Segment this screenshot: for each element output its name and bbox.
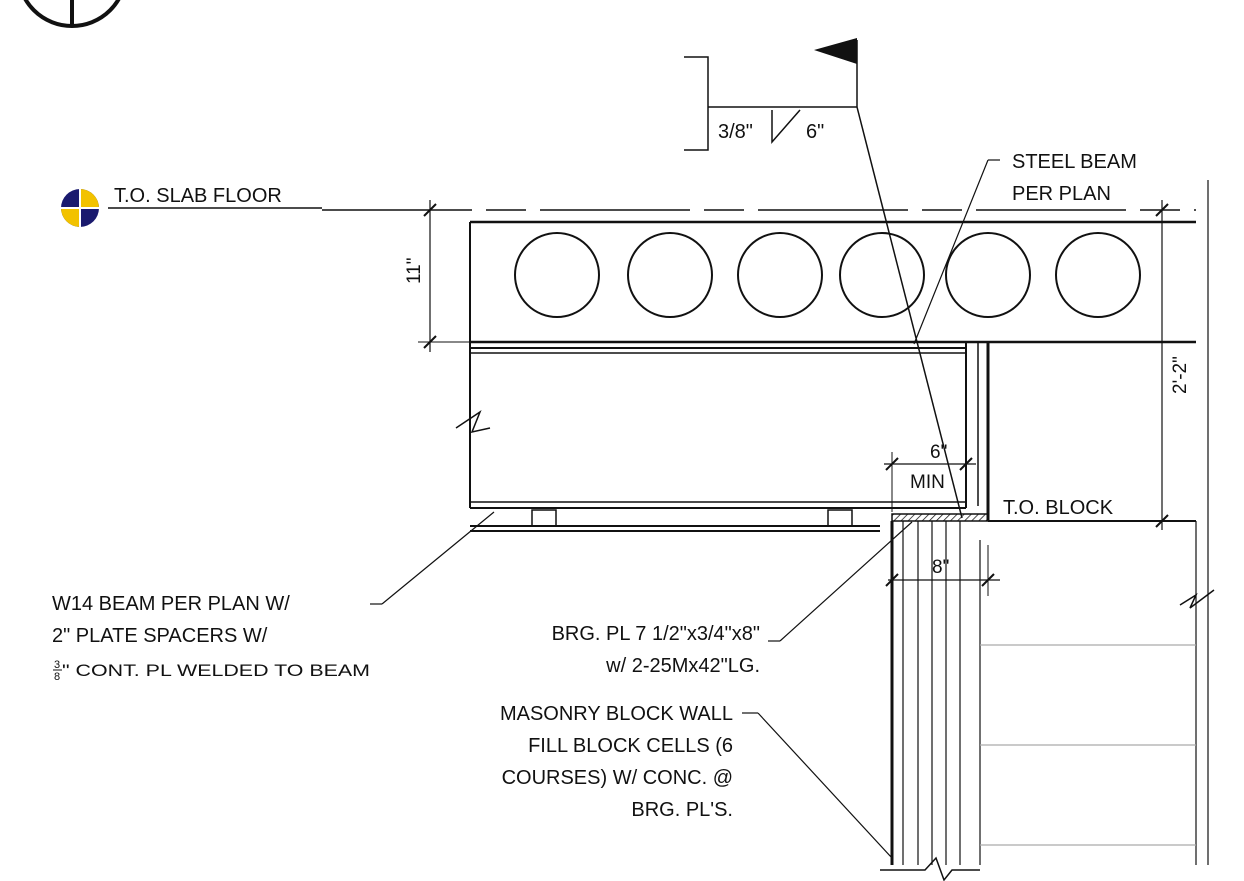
bearing-min-label: 6" (930, 442, 947, 463)
slab-core (945, 232, 1031, 318)
slab-core (839, 232, 925, 318)
slab-core (1055, 232, 1141, 318)
weld-size-label: 3/8" (718, 121, 753, 143)
masonry-leader (742, 712, 893, 859)
slab-thickness-dimension (418, 200, 470, 352)
fillet-weld-icon (771, 109, 801, 144)
total-depth-label: 2'-2" (1170, 356, 1191, 394)
total-depth-dimension (1155, 200, 1169, 530)
steel-beam-note-line2: PER PLAN (1012, 183, 1111, 205)
bearing-plate-leader (768, 521, 913, 642)
brg-note-line1: BRG. PL 7 1/2"x3/4"x8" (552, 623, 760, 645)
w14-note-frac-den: 8 (54, 671, 60, 683)
weld-length-label: 6" (806, 121, 824, 143)
masonry-note-line1: MASONRY BLOCK WALL (500, 703, 733, 725)
brg-note-line2: w/ 2-25Mx42"LG. (605, 655, 760, 677)
section-marker-icon (23, 0, 121, 28)
block-level-label: T.O. BLOCK (1003, 497, 1114, 519)
w14-note-line1: W14 BEAM PER PLAN W/ (52, 593, 290, 615)
slab-thickness-label: 11" (404, 258, 425, 284)
masonry-block-wall (880, 342, 1215, 881)
bearing-min-dimension (884, 452, 976, 512)
masonry-note-line4: BRG. PL'S. (631, 799, 733, 821)
plate-width-label: 8" (932, 557, 949, 578)
slab-core (627, 232, 713, 318)
plate-spacers (470, 509, 880, 532)
w14-note-frac-num: 3 (54, 659, 60, 671)
w14-beam (455, 342, 967, 509)
slab-core (737, 232, 823, 318)
break-symbol (455, 410, 491, 434)
hollow-core-slab (469, 220, 1196, 344)
w14-leader (370, 511, 495, 605)
masonry-note-line3: COURSES) W/ CONC. @ (502, 767, 733, 789)
bearing-min-note: MIN (910, 472, 945, 493)
field-weld-flag-icon (814, 38, 857, 64)
w14-note-line3: " CONT. PL WELDED TO BEAM (62, 661, 370, 680)
slab-level-label: T.O. SLAB FLOOR (114, 185, 282, 207)
slab-cores (514, 232, 1141, 318)
level-marker-icon (54, 182, 322, 234)
steel-beam-leader (913, 159, 1000, 345)
weld-symbol (684, 38, 963, 519)
plate-width-dimension (885, 545, 1000, 596)
bearing-plate (891, 513, 989, 522)
steel-beam-note-line1: STEEL BEAM (1012, 151, 1137, 173)
masonry-note-line2: FILL BLOCK CELLS (6 (528, 735, 733, 757)
slab-core (514, 232, 600, 318)
w14-note-line2: 2" PLATE SPACERS W/ (52, 625, 268, 647)
